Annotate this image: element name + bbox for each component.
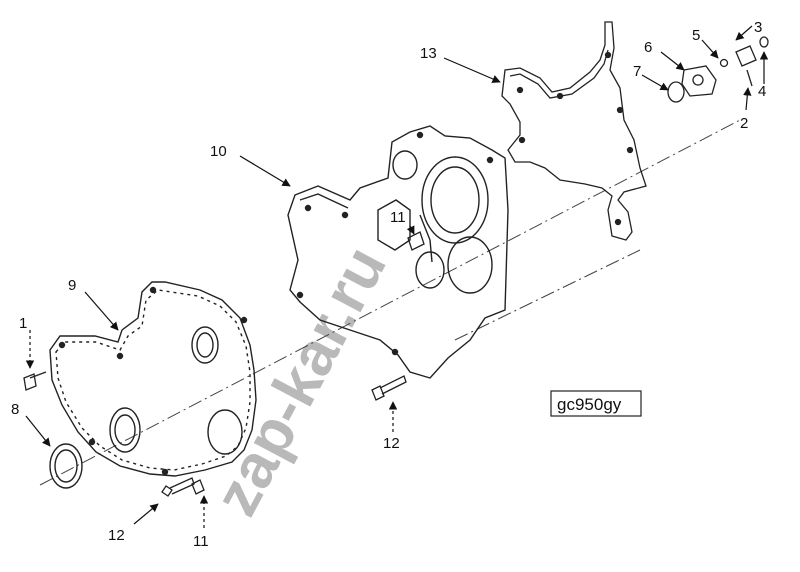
callout-3: 3 [754, 19, 762, 36]
bolt-part-12-lower [161, 477, 195, 497]
leader-arrows [25, 25, 769, 528]
bolt-part-12-middle [371, 375, 407, 401]
callout-5: 5 [692, 27, 700, 44]
callout-11-lower: 11 [193, 533, 209, 550]
callout-4: 4 [758, 83, 766, 100]
callout-6: 6 [644, 39, 652, 56]
callout-9: 9 [68, 277, 76, 294]
callout-12-lower: 12 [108, 527, 125, 544]
watermark: zap-kar.ru [201, 236, 399, 527]
reference-code: gc950gy [557, 395, 622, 414]
bolt-part-11-upper [407, 231, 425, 251]
front-cover-part-9 [49, 281, 257, 477]
callout-13: 13 [420, 45, 437, 62]
bolt-part-11-lower [191, 479, 205, 495]
reference-code-box: gc950gy [550, 390, 642, 417]
oil-filler-assembly [667, 36, 769, 103]
center-line [39, 119, 741, 486]
bolt-part-1 [23, 371, 47, 391]
callout-8: 8 [11, 401, 19, 418]
front-seal-part-8 [49, 443, 83, 489]
callout-labels: 1 2 3 4 5 6 7 8 9 10 11 11 12 12 13 [11, 19, 766, 550]
callout-10: 10 [210, 143, 227, 160]
gasket-part-13 [501, 21, 647, 241]
callout-1: 1 [19, 315, 27, 332]
callout-11-upper: 11 [390, 209, 406, 226]
callout-2: 2 [740, 115, 748, 132]
callout-7: 7 [633, 63, 641, 80]
gear-housing-part-10 [287, 125, 509, 379]
callout-12-middle: 12 [383, 435, 400, 452]
